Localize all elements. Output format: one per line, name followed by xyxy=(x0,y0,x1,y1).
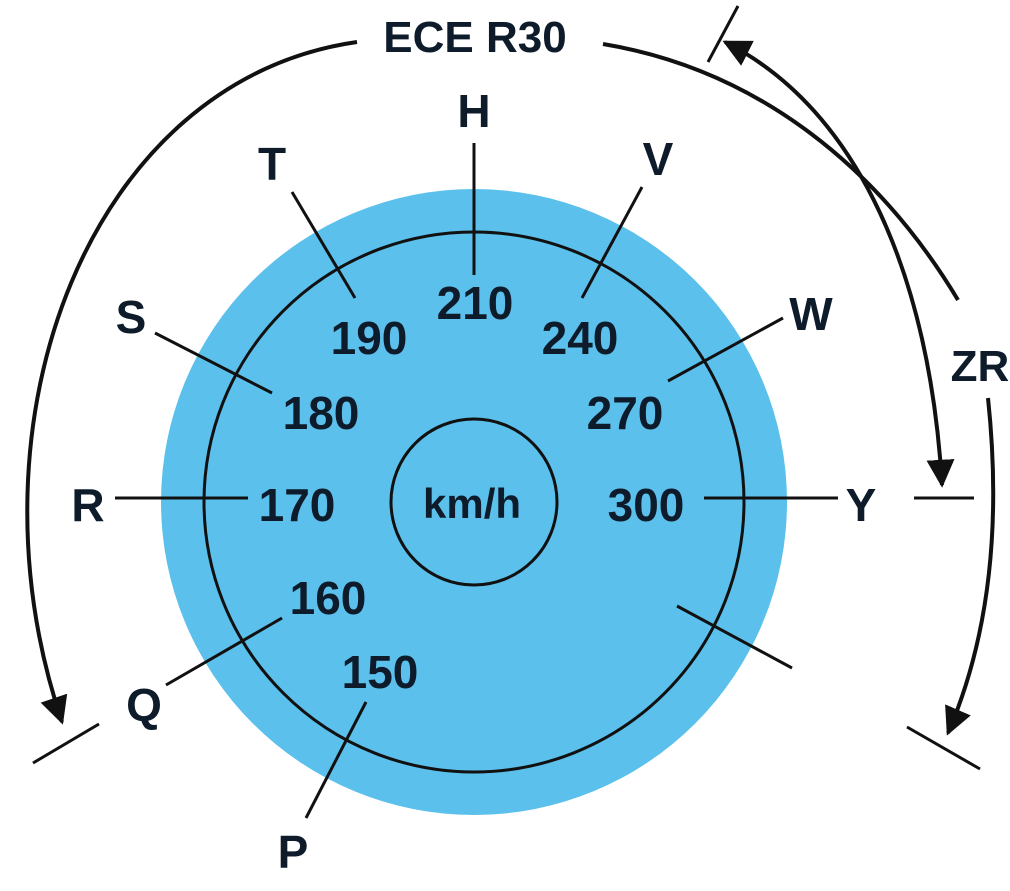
leader-line-extra xyxy=(676,604,793,670)
speed-value: 170 xyxy=(259,479,336,531)
speed-letter: Q xyxy=(126,679,162,731)
speed-letter: R xyxy=(71,479,104,531)
ece-standard-label: ECE R30 xyxy=(383,13,566,62)
speed-letter: V xyxy=(643,133,674,185)
leader-line-s xyxy=(154,331,273,395)
speed-value: 270 xyxy=(587,387,664,439)
speed-disc xyxy=(161,189,787,815)
speed-value: 180 xyxy=(283,387,360,439)
speed-letter: T xyxy=(258,138,286,190)
speed-letter: P xyxy=(278,826,309,878)
leader-line-t xyxy=(290,191,357,299)
speed-value: 190 xyxy=(331,312,408,364)
ece-range-arc xyxy=(25,40,358,725)
zr-start-tick xyxy=(706,5,740,63)
leader-line-v xyxy=(580,186,644,299)
leader-line-p xyxy=(304,701,368,819)
zr-standard-label: ZR xyxy=(951,342,1010,391)
speed-letter: W xyxy=(789,288,833,340)
ece-end-tick xyxy=(32,722,100,765)
zr-upper-arc xyxy=(722,40,955,488)
speed-value: 160 xyxy=(290,572,367,624)
zr-end-tick xyxy=(906,725,981,771)
speed-value: 300 xyxy=(608,479,685,531)
center-circle xyxy=(389,417,559,587)
leader-line-q xyxy=(165,616,283,687)
speed-value: 210 xyxy=(437,277,514,329)
speed-letter: H xyxy=(457,85,490,137)
speed-value: 240 xyxy=(542,312,619,364)
zr-lower-arc xyxy=(945,397,996,736)
center-unit-label: km/h xyxy=(423,480,521,527)
speed-value: 150 xyxy=(342,646,419,698)
speed-letter: Y xyxy=(846,479,877,531)
speed-letter: S xyxy=(116,291,147,343)
